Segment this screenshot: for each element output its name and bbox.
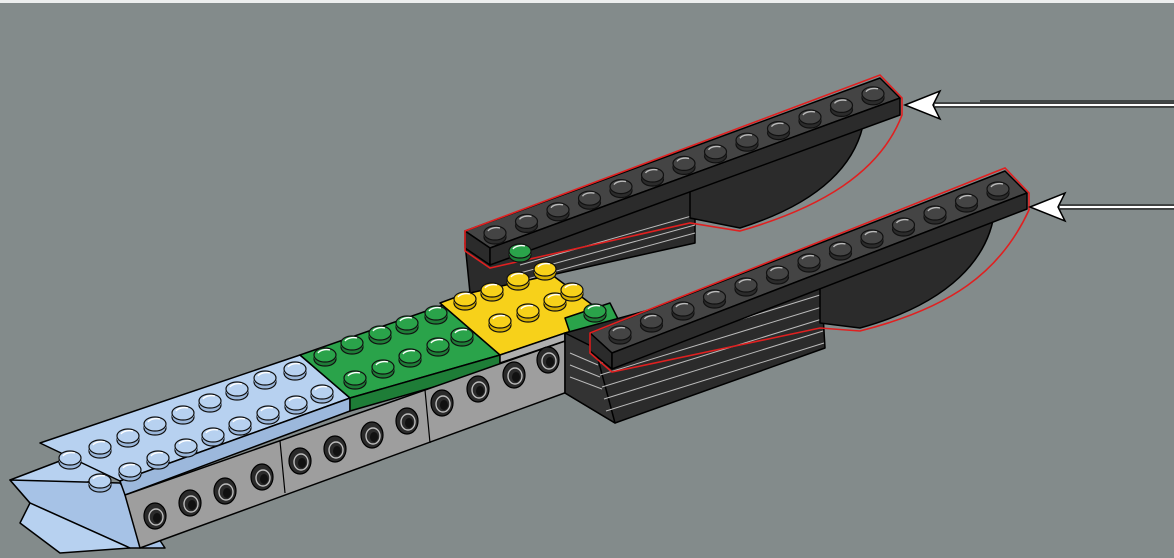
green-stud: [369, 326, 391, 344]
technic-hole: [431, 390, 453, 416]
yellow-stud: [454, 292, 476, 310]
light-blue-stud: [229, 417, 251, 435]
light-blue-stud: [144, 417, 166, 435]
yellow-stud: [481, 283, 503, 301]
black-stud: [924, 206, 946, 224]
black-stud: [673, 156, 695, 174]
yellow-stud: [534, 262, 556, 280]
black-stud: [987, 182, 1009, 200]
black-stud: [830, 242, 852, 260]
yellow-stud: [517, 304, 539, 322]
black-stud: [735, 278, 757, 296]
green-stud: [451, 328, 473, 346]
technic-hole: [537, 347, 559, 373]
black-stud: [641, 314, 663, 332]
green-stud: [314, 348, 336, 366]
technic-hole: [467, 376, 489, 402]
technic-hole: [179, 490, 201, 516]
green-stud: [344, 371, 366, 389]
black-stud: [705, 145, 727, 163]
black-stud: [798, 254, 820, 272]
yellow-stud: [489, 314, 511, 332]
green-stud: [427, 338, 449, 356]
light-blue-stud: [172, 406, 194, 424]
technic-hole: [214, 478, 236, 504]
green-stud: [509, 244, 531, 262]
black-stud: [516, 214, 538, 232]
light-blue-stud: [254, 371, 276, 389]
light-blue-stud: [285, 396, 307, 414]
black-stud: [799, 110, 821, 128]
light-blue-stud: [257, 406, 279, 424]
technic-hole: [324, 436, 346, 462]
light-blue-stud: [226, 382, 248, 400]
yellow-stud: [561, 283, 583, 301]
black-stud: [610, 180, 632, 198]
black-stud: [579, 191, 601, 209]
light-blue-stud: [59, 451, 81, 469]
light-blue-stud: [117, 429, 139, 447]
black-stud: [956, 194, 978, 212]
black-stud: [767, 266, 789, 284]
black-stud: [861, 230, 883, 248]
black-stud: [609, 326, 631, 344]
black-stud: [672, 302, 694, 320]
technic-hole: [503, 362, 525, 388]
light-blue-stud: [119, 463, 141, 481]
green-stud: [341, 336, 363, 354]
light-blue-stud: [199, 394, 221, 412]
light-blue-stud: [175, 439, 197, 457]
green-stud: [584, 304, 606, 322]
black-stud: [831, 98, 853, 116]
black-stud: [704, 290, 726, 308]
light-blue-stud: [284, 362, 306, 380]
green-stud: [372, 360, 394, 378]
technic-hole: [361, 422, 383, 448]
light-blue-stud: [89, 474, 111, 492]
arrow-to-lower-plate: [1030, 193, 1174, 221]
lego-assembly-scene: [0, 3, 1174, 558]
light-blue-stud: [89, 440, 111, 458]
yellow-stud: [507, 272, 529, 290]
black-stud: [547, 203, 569, 221]
technic-hole: [396, 408, 418, 434]
black-stud: [736, 133, 758, 151]
technic-hole: [251, 464, 273, 490]
black-stud: [893, 218, 915, 236]
green-stud: [396, 316, 418, 334]
light-blue-stud: [147, 451, 169, 469]
arrow-to-upper-plate: [905, 91, 1174, 119]
light-blue-stud: [311, 385, 333, 403]
technic-hole: [289, 448, 311, 474]
green-stud: [399, 349, 421, 367]
technic-hole: [144, 503, 166, 529]
black-stud: [642, 168, 664, 186]
black-stud: [862, 87, 884, 105]
green-stud: [425, 306, 447, 324]
black-stud: [484, 226, 506, 244]
light-blue-stud: [202, 428, 224, 446]
black-stud: [768, 122, 790, 140]
